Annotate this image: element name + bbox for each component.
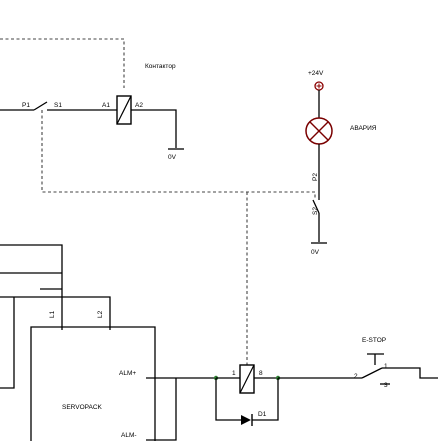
contactor-circuit: P1 S1 A1 A2 0V Контактор	[0, 63, 184, 161]
alm-plus-label: ALM+	[119, 370, 136, 377]
switch-icon	[361, 367, 383, 379]
s2-label: S2	[312, 207, 319, 215]
l1-label: L1	[49, 310, 56, 318]
switch-icon	[33, 101, 48, 111]
a2-label: A2	[135, 102, 143, 109]
alm-minus-label: ALM-	[121, 432, 137, 439]
ov-label-2: 0V	[311, 249, 320, 256]
alarm-label: АВАРИЯ	[350, 125, 377, 132]
ov-label-1: 0V	[168, 154, 177, 161]
diode-icon	[241, 414, 253, 426]
mechanical-link-top	[0, 38, 125, 88]
l2-label: L2	[97, 310, 104, 318]
s1-label: S1	[54, 102, 62, 109]
lamp-icon	[305, 117, 333, 145]
terminal-24v	[314, 81, 324, 91]
estop-pin-2-label: 2	[354, 373, 358, 380]
estop-circuit: E-STOP 2 1 3	[354, 337, 438, 389]
relay-coil-icon	[239, 364, 255, 394]
estop-pin-3-label: 3	[384, 382, 388, 389]
estop-pin-1-label: 1	[384, 363, 388, 370]
v24-label: +24V	[308, 70, 324, 77]
diode-label: D1	[258, 411, 267, 418]
relay-coil-icon	[116, 95, 132, 125]
relay-circuit: 1 8 D1	[213, 364, 362, 426]
mechanical-link-bottom	[41, 110, 316, 200]
alarm-circuit: +24V АВАРИЯ P2 S2 0V	[305, 70, 377, 256]
switch-icon	[312, 199, 320, 214]
p1-label: P1	[22, 102, 30, 109]
contactor-label: Контактор	[145, 63, 176, 70]
relay-pin-1-label: 1	[232, 370, 236, 377]
a1-label: A1	[102, 102, 110, 109]
servopack-label: SERVOPACK	[62, 404, 103, 411]
relay-pin-8-label: 8	[259, 370, 263, 377]
p2-label: P2	[312, 173, 319, 181]
power-feed: L1 L2	[0, 244, 111, 389]
estop-label: E-STOP	[362, 337, 386, 344]
servopack-block: SERVOPACK ALM+ ALM-	[30, 326, 216, 441]
